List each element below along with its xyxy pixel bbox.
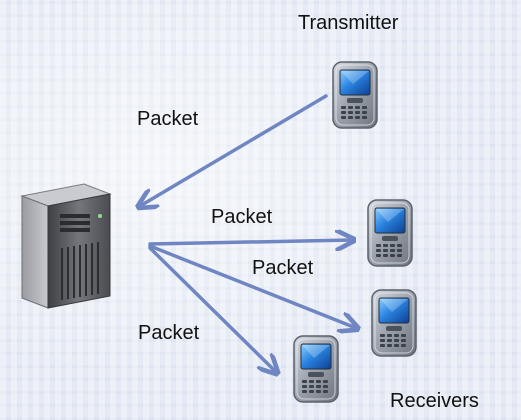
server-icon bbox=[20, 183, 112, 309]
arrow-server-to-receiver-bottom bbox=[148, 246, 276, 372]
receivers-label: Receivers bbox=[390, 390, 479, 412]
packet-label-middle: Packet bbox=[252, 257, 314, 279]
arrow-server-to-receiver-middle bbox=[148, 244, 356, 328]
packet-label-to-server: Packet bbox=[137, 108, 199, 130]
arrow-transmitter-to-server bbox=[140, 94, 328, 206]
arrow-server-to-receiver-top bbox=[148, 240, 352, 244]
packet-label-bottom: Packet bbox=[138, 322, 200, 344]
packet-label-top: Packet bbox=[211, 206, 273, 228]
receiver-smartphone-icon-top bbox=[367, 199, 413, 267]
transmitter-label: Transmitter bbox=[298, 12, 399, 34]
transmitter-smartphone-icon bbox=[332, 61, 378, 129]
receiver-smartphone-icon-middle bbox=[371, 289, 417, 357]
receiver-smartphone-icon-bottom bbox=[293, 335, 339, 403]
